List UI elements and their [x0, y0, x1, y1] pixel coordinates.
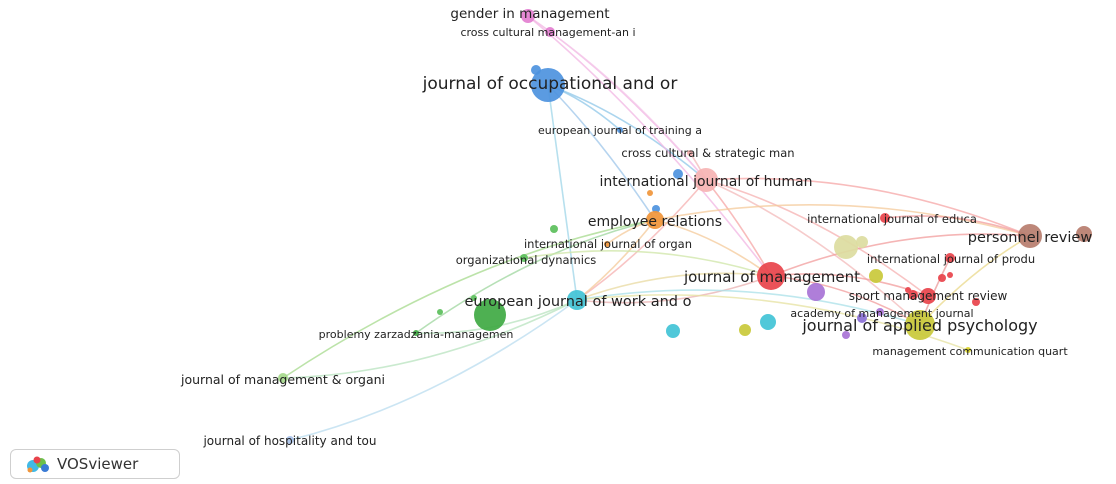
network-edge — [576, 179, 707, 301]
network-edge — [770, 275, 921, 326]
network-node[interactable] — [938, 274, 946, 282]
node-label-jmgmt[interactable]: journal of management — [683, 268, 860, 286]
node-label-jooccup[interactable]: journal of occupational and or — [422, 74, 678, 94]
network-node[interactable] — [856, 236, 868, 248]
node-jmgmt[interactable] — [757, 262, 785, 290]
network-edge — [705, 177, 1031, 237]
network-node[interactable] — [666, 324, 680, 338]
node-jhosp[interactable] — [286, 436, 294, 444]
network-node[interactable] — [739, 324, 751, 336]
node-label-emprel[interactable]: employee relations — [588, 214, 722, 230]
network-node[interactable] — [908, 290, 918, 300]
node-label-sportmr[interactable]: sport management review — [849, 289, 1008, 303]
node-label-ijprodu[interactable]: international journal of produ — [867, 252, 1035, 266]
node-label-jmorg[interactable]: journal of management & organi — [180, 372, 385, 387]
node-ijorgan[interactable] — [604, 241, 610, 247]
node-problemy[interactable] — [413, 330, 419, 336]
network-node[interactable] — [972, 298, 980, 306]
node-jmorg[interactable] — [278, 373, 288, 383]
node-ccstrategic[interactable] — [687, 150, 693, 156]
network-node[interactable] — [834, 235, 858, 259]
node-ejwork[interactable] — [567, 290, 587, 310]
vosviewer-brand: VOSviewer — [57, 455, 139, 473]
node-label-ijhuman[interactable]: international journal of human — [600, 174, 813, 190]
node-label-ccstrategic[interactable]: cross cultural & strategic man — [621, 146, 794, 160]
node-ijprodu[interactable] — [945, 253, 955, 263]
network-edge — [705, 179, 929, 297]
network-nodes — [278, 9, 1092, 444]
network-edge — [705, 179, 921, 326]
network-edge — [549, 31, 707, 181]
node-japplied[interactable] — [905, 310, 935, 340]
node-emprel[interactable] — [646, 211, 664, 229]
network-edge — [289, 299, 578, 441]
node-label-crossmgmt[interactable]: cross cultural management-an i — [460, 26, 635, 39]
node-label-persrev[interactable]: personnel review — [968, 230, 1093, 246]
network-edge — [576, 272, 772, 301]
network-node[interactable] — [437, 309, 443, 315]
node-persrev[interactable] — [1018, 224, 1042, 248]
node-label-orgdyn[interactable]: organizational dynamics — [456, 253, 597, 267]
node-orgdyn[interactable] — [520, 254, 528, 262]
node-amj[interactable] — [876, 308, 884, 316]
node-sportmr[interactable] — [920, 288, 936, 304]
node-ijeduca[interactable] — [880, 213, 890, 223]
network-edge — [415, 219, 656, 334]
network-node[interactable] — [471, 295, 477, 301]
network-node[interactable] — [673, 169, 683, 179]
node-ijhuman[interactable] — [694, 168, 718, 192]
network-edge — [576, 219, 656, 301]
network-node[interactable] — [807, 283, 825, 301]
network-node[interactable] — [857, 313, 867, 323]
node-mcq[interactable] — [965, 347, 971, 353]
network-node[interactable] — [760, 314, 776, 330]
network-edge — [576, 289, 921, 326]
node-gender[interactable] — [521, 9, 535, 23]
network-edge — [547, 84, 656, 221]
node-label-ijeduca[interactable]: international journal of educa — [807, 212, 977, 226]
network-node[interactable] — [842, 331, 850, 339]
network-node[interactable] — [869, 269, 883, 283]
network-edge — [770, 233, 1031, 277]
node-label-problemy[interactable]: problemy zarzadzania-managemen — [319, 328, 514, 341]
network-edge — [523, 250, 772, 277]
network-edge — [654, 204, 1031, 237]
network-node[interactable] — [474, 299, 506, 331]
network-edge — [919, 235, 1031, 326]
network-edge — [547, 84, 578, 301]
node-label-gender[interactable]: gender in management — [450, 6, 609, 22]
network-node[interactable] — [652, 205, 660, 213]
node-ejtraining[interactable] — [617, 127, 623, 133]
network-edge — [282, 299, 578, 379]
network-node[interactable] — [647, 190, 653, 196]
node-label-jhosp[interactable]: journal of hospitality and tou — [202, 434, 376, 448]
vosviewer-logo-icon — [27, 456, 49, 473]
node-jooccup[interactable] — [531, 68, 565, 102]
vosviewer-logo: VOSviewer — [10, 449, 180, 479]
network-edge — [654, 219, 772, 277]
node-label-japplied[interactable]: journal of applied psychology — [801, 316, 1037, 335]
network-edge — [547, 84, 707, 181]
network-node[interactable] — [905, 287, 911, 293]
network-edge — [884, 215, 1031, 237]
node-label-amj[interactable]: academy of management journal — [790, 307, 973, 320]
network-node[interactable] — [947, 272, 953, 278]
node-label-ejtraining[interactable]: european journal of training a — [538, 124, 702, 137]
network-labels: gender in management cross cultural manag… — [180, 6, 1092, 448]
node-label-ijorgan[interactable]: international journal of organ — [524, 237, 692, 251]
node-crossmgmt[interactable] — [545, 27, 555, 37]
network-node[interactable] — [1076, 226, 1092, 242]
network-node[interactable] — [550, 225, 558, 233]
node-label-mcq[interactable]: management communication quart — [872, 345, 1068, 358]
network-edge — [282, 219, 656, 379]
network-edge — [576, 275, 772, 304]
network-edge — [527, 15, 772, 277]
node-label-ejwork[interactable]: european journal of work and o — [465, 294, 692, 310]
